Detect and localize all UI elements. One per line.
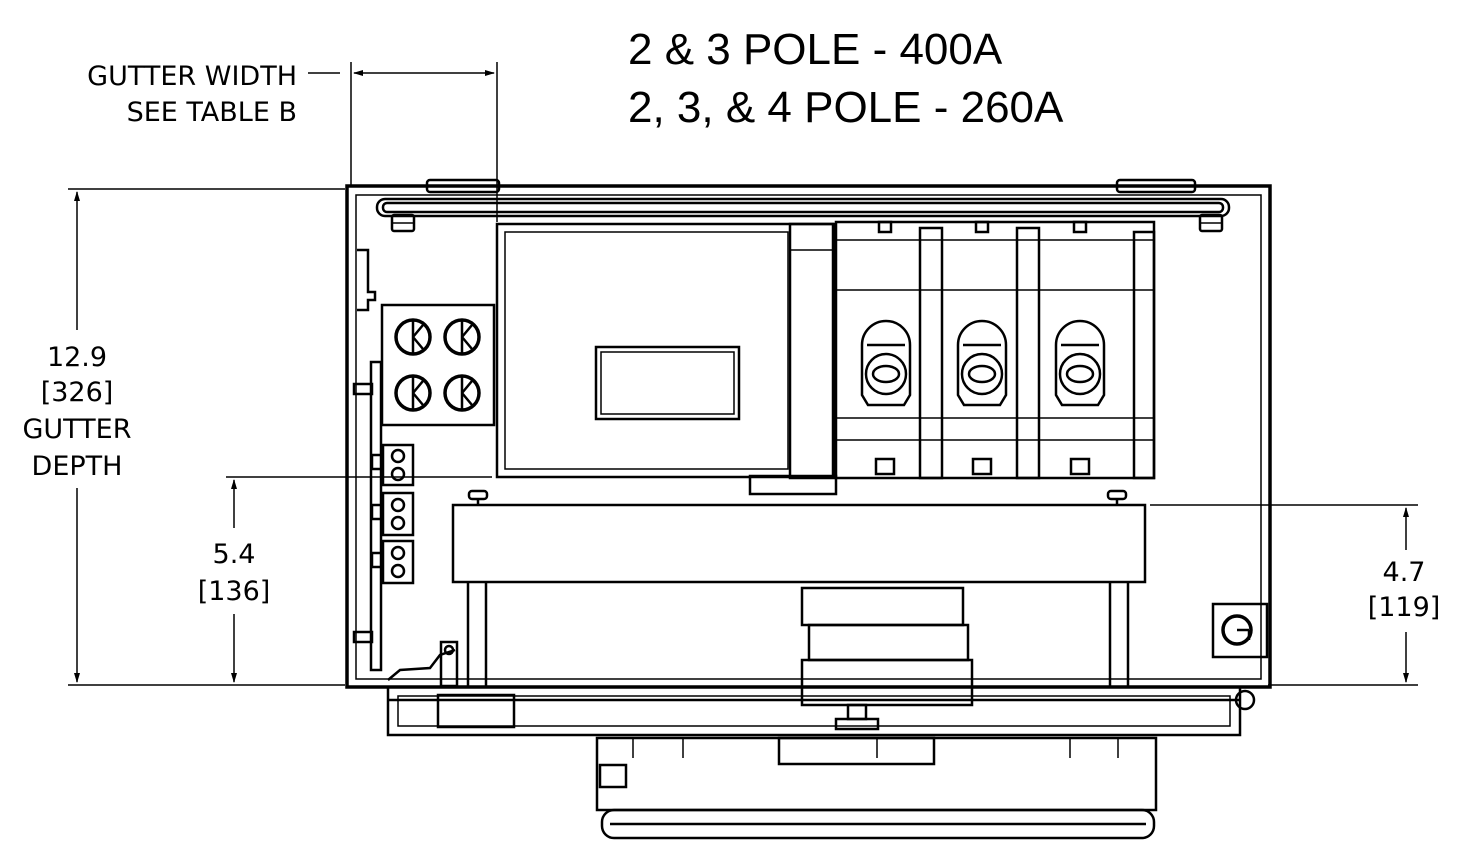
lower-right-dimension: 4.7 [119] [1150,504,1441,686]
lower-left-inches: 5.4 [213,539,256,570]
lower-right-mm: [119] [1368,592,1441,623]
gutter-width-label: GUTTER WIDTH [87,61,297,92]
lower-left-dimension: 5.4 [136] [198,476,492,683]
power-lug-3 [1054,319,1106,407]
gutter-width-table-ref: SEE TABLE B [127,97,297,128]
title-line-2: 2, 3, & 4 POLE - 260A [628,83,1064,132]
gutter-depth-label-2: DEPTH [32,451,123,482]
gutter-depth-mm: [326] [41,377,114,408]
title-line-1: 2 & 3 POLE - 400A [628,25,1003,74]
power-lug-1 [860,319,912,407]
enclosure [345,178,1272,840]
gutter-width-dimension: GUTTER WIDTH SEE TABLE B [87,61,498,222]
neutral-lug-1 [394,318,432,356]
lower-right-inches: 4.7 [1383,557,1426,588]
small-terminal-group [370,443,415,585]
neutral-lug-4 [443,374,481,412]
power-lug-2 [956,319,1008,407]
neutral-lug-3 [394,374,432,412]
lower-left-mm: [136] [198,576,271,607]
neutral-lug-2 [443,318,481,356]
gutter-depth-inches: 12.9 [47,342,107,373]
ground-lug-icon [1211,602,1269,659]
gutter-depth-label: GUTTER [22,414,131,445]
gutter-depth-dimension: 12.9 [326] GUTTER DEPTH [22,188,345,686]
